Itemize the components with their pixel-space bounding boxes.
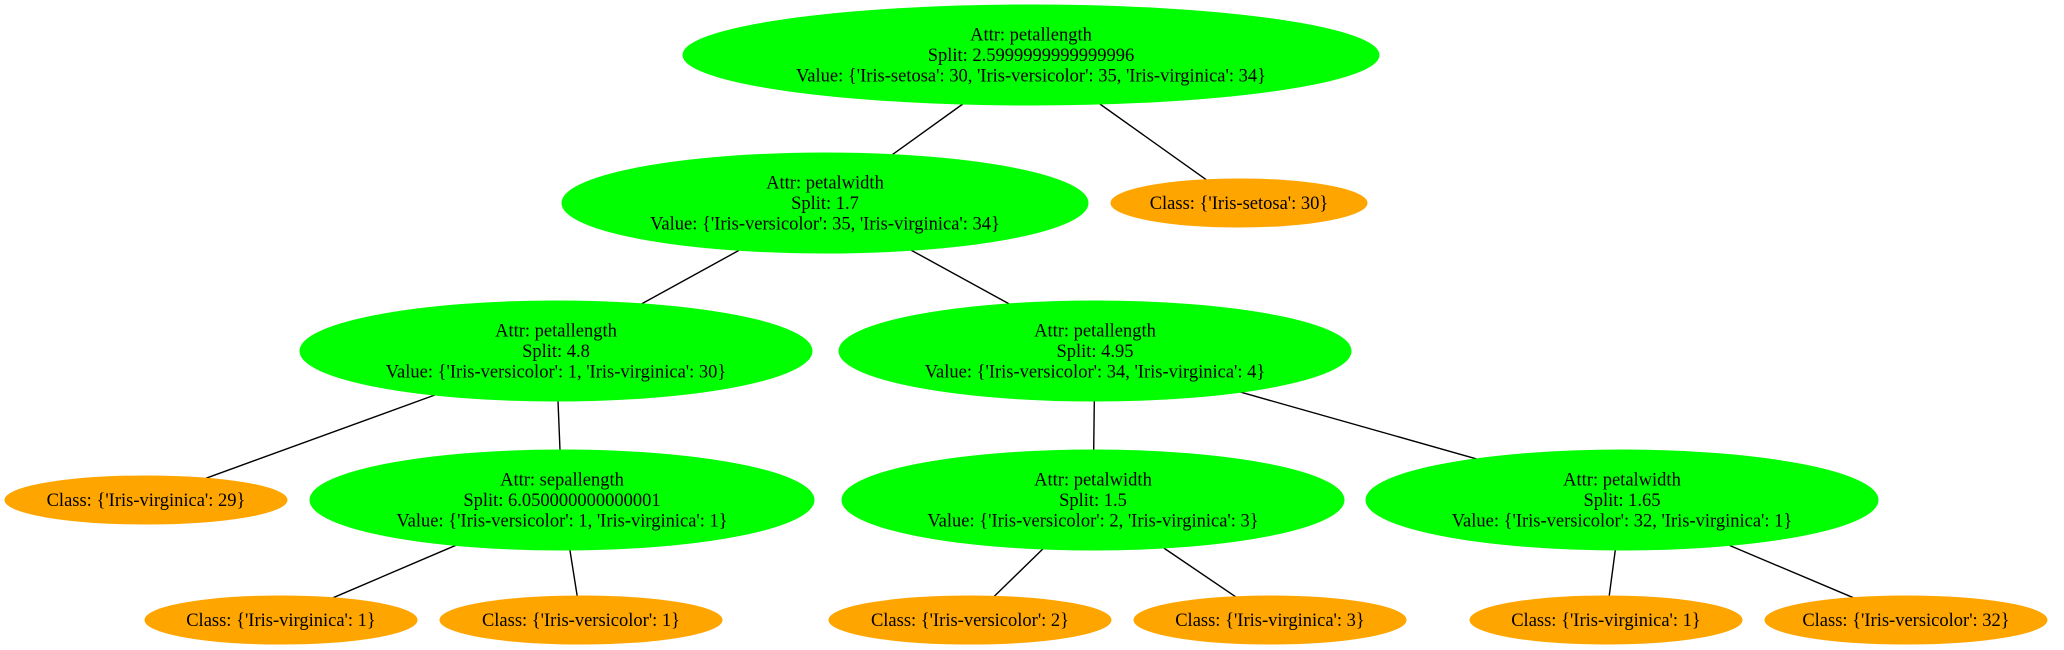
leaf-node: Class: {'Iris-virginica': 1}: [144, 595, 418, 645]
leaf-node: Class: {'Iris-versicolor': 32}: [1764, 595, 2048, 645]
tree-edge-n0-n1: [891, 103, 964, 156]
split-node-label-line: Value: {'Iris-versicolor': 35, 'Iris-vir…: [650, 215, 1000, 235]
leaf-node-shape: [828, 595, 1112, 645]
split-node-label-line: Attr: petalwidth: [1034, 471, 1152, 491]
tree-edge-n6-n9: [332, 544, 457, 599]
tree-edge-n7-n12: [1163, 547, 1237, 598]
leaf-node-label: Class: {'Iris-setosa': 30}: [1150, 194, 1329, 214]
split-node-label-line: Value: {'Iris-versicolor': 34, 'Iris-vir…: [925, 363, 1266, 383]
tree-edge-n3-n6: [557, 400, 561, 451]
leaf-node-label: Class: {'Iris-virginica': 1}: [186, 611, 376, 631]
leaf-node-label: Class: {'Iris-virginica': 3}: [1175, 611, 1365, 631]
split-node-label-line: Split: 1.5: [1059, 491, 1127, 511]
split-node-label-line: Attr: petallength: [1034, 322, 1156, 342]
leaf-node-label: Class: {'Iris-versicolor': 32}: [1802, 611, 2009, 631]
split-node-label-line: Value: {'Iris-versicolor': 32, 'Iris-vir…: [1452, 512, 1793, 532]
leaf-node: Class: {'Iris-virginica': 1}: [1469, 595, 1743, 645]
leaf-node-shape: [1764, 595, 2048, 645]
leaf-node: Class: {'Iris-versicolor': 1}: [439, 595, 723, 645]
tree-edge-n0-n2: [1099, 103, 1207, 181]
tree-edges: [205, 103, 1854, 599]
leaf-node: Class: {'Iris-virginica': 29}: [4, 475, 288, 525]
leaf-node-shape: [1110, 178, 1368, 228]
leaf-node: Class: {'Iris-versicolor': 2}: [828, 595, 1112, 645]
split-node-shape: [682, 4, 1380, 106]
leaf-node-label: Class: {'Iris-virginica': 29}: [47, 491, 246, 511]
split-node-label-line: Value: {'Iris-versicolor': 1, 'Iris-virg…: [386, 363, 727, 383]
split-node-shape: [561, 152, 1089, 254]
tree-edge-n4-n8: [1240, 391, 1477, 460]
split-node-shape: [838, 300, 1352, 402]
split-node-label-line: Split: 2.5999999999999996: [928, 46, 1135, 66]
leaf-node-shape: [1133, 595, 1407, 645]
leaf-node-shape: [4, 475, 288, 525]
split-node-shape: [841, 449, 1345, 551]
split-node-label-line: Value: {'Iris-versicolor': 1, 'Iris-virg…: [396, 512, 727, 532]
split-node-shape: [1365, 449, 1879, 551]
leaf-node: Class: {'Iris-setosa': 30}: [1110, 178, 1368, 228]
tree-edge-n4-n7: [1093, 400, 1095, 451]
split-node-label-line: Split: 1.7: [791, 194, 859, 214]
split-node-label-line: Attr: petalwidth: [1563, 471, 1681, 491]
tree-edge-n7-n11: [993, 548, 1044, 597]
tree-edge-n3-n5: [205, 394, 436, 479]
leaf-node-shape: [1469, 595, 1743, 645]
split-node-shape: [299, 300, 813, 402]
tree-edge-n6-n10: [569, 549, 578, 597]
split-node-label-line: Attr: sepallength: [500, 471, 624, 491]
split-node-label-line: Attr: petallength: [970, 26, 1092, 46]
split-node-shape: [309, 449, 815, 551]
split-node-label-line: Value: {'Iris-setosa': 30, 'Iris-versico…: [796, 67, 1266, 87]
leaf-node-label: Class: {'Iris-versicolor': 2}: [871, 611, 1069, 631]
leaf-node-shape: [439, 595, 723, 645]
split-node-label-line: Split: 6.050000000000001: [463, 491, 660, 511]
tree-edge-n8-n14: [1729, 544, 1854, 599]
leaf-node: Class: {'Iris-virginica': 3}: [1133, 595, 1407, 645]
split-node-label-line: Attr: petalwidth: [766, 174, 884, 194]
split-node-label-line: Value: {'Iris-versicolor': 2, 'Iris-virg…: [927, 512, 1258, 532]
split-node-label-line: Split: 4.95: [1056, 342, 1133, 362]
leaf-node-shape: [144, 595, 418, 645]
split-node-label-line: Attr: petallength: [495, 322, 617, 342]
tree-edge-n1-n3: [641, 249, 740, 305]
tree-edge-n1-n4: [910, 249, 1010, 305]
split-node-label-line: Split: 1.65: [1583, 491, 1660, 511]
tree-edge-n8-n13: [1608, 549, 1616, 597]
leaf-node-label: Class: {'Iris-versicolor': 1}: [482, 611, 680, 631]
leaf-node-label: Class: {'Iris-virginica': 1}: [1511, 611, 1701, 631]
split-node-label-line: Split: 4.8: [522, 342, 590, 362]
